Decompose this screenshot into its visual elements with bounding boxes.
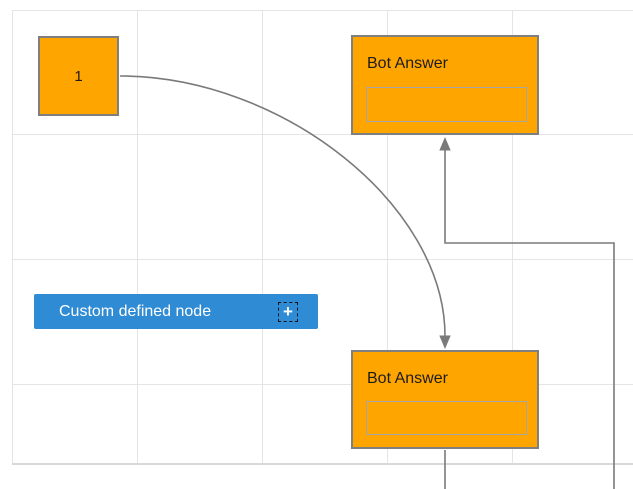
node-bot-answer-bottom[interactable]: Bot Answer: [351, 350, 539, 449]
connectors: [119, 75, 615, 489]
arrowheads: [439, 137, 451, 349]
connector-bezier-node1-to-bottom-bot[interactable]: [119, 75, 446, 337]
arrowhead-down-icon: [439, 335, 451, 349]
arrowhead-up-icon: [439, 137, 451, 151]
node-start[interactable]: 1: [38, 36, 119, 116]
node-custom-defined[interactable]: Custom defined node +: [34, 294, 318, 329]
node-custom-label: Custom defined node: [59, 302, 212, 320]
plus-icon: +: [283, 302, 293, 321]
answer-field[interactable]: [366, 87, 527, 122]
connector-elbow-to-top-bot[interactable]: [444, 150, 615, 489]
node-title: Bot Answer: [367, 55, 448, 72]
add-button[interactable]: +: [278, 301, 298, 322]
answer-field[interactable]: [366, 401, 527, 435]
node-bot-answer-top[interactable]: Bot Answer: [351, 35, 539, 135]
node-start-label: 1: [74, 67, 83, 85]
node-title: Bot Answer: [367, 370, 448, 387]
